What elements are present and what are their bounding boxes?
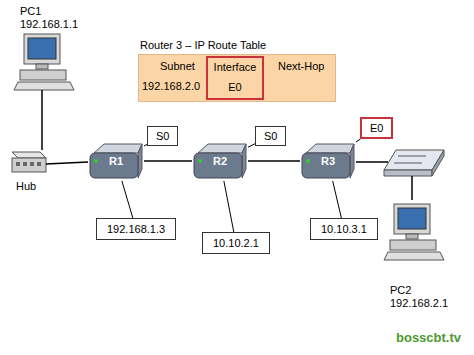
table-header: Subnet bbox=[160, 60, 195, 72]
watermark: bosscbt.tv bbox=[396, 330, 461, 345]
leader-line bbox=[224, 181, 234, 232]
interface-box: S0 bbox=[147, 126, 178, 146]
node-text: E0 bbox=[208, 81, 262, 93]
switch-icon bbox=[384, 150, 444, 176]
address-box: 192.168.1.3 bbox=[96, 218, 176, 240]
network-link bbox=[144, 160, 192, 162]
ip-address: 192.168.2.1 bbox=[390, 297, 448, 309]
leader-line bbox=[248, 144, 255, 147]
router-symbol: R2 bbox=[192, 141, 248, 181]
interface-box: E0 bbox=[360, 117, 393, 139]
address-box: 10.10.3.1 bbox=[310, 218, 378, 240]
node-text: 192.168.1.3 bbox=[107, 223, 165, 235]
node-text: Router 3 – IP Route Table bbox=[138, 38, 336, 52]
leader-line bbox=[356, 139, 360, 142]
pc-icon bbox=[14, 34, 74, 90]
device-name: PC1 bbox=[20, 5, 41, 17]
pc-icon bbox=[384, 204, 444, 260]
device-name: PC2 bbox=[390, 284, 411, 296]
router-symbol: R3 bbox=[300, 141, 356, 181]
node-text: 10.10.2.1 bbox=[213, 237, 259, 249]
hub-icon bbox=[12, 152, 46, 172]
device-name: Hub bbox=[16, 180, 36, 192]
node-text: S0 bbox=[156, 130, 169, 142]
interface-box: S0 bbox=[255, 126, 286, 146]
node-text: R1 bbox=[109, 155, 123, 167]
node-text: Interface bbox=[208, 61, 262, 73]
table-cell: 192.168.2.0 bbox=[142, 80, 200, 92]
node-text: S0 bbox=[264, 130, 277, 142]
router-symbol: R1 bbox=[88, 141, 144, 181]
address-box: 10.10.2.1 bbox=[202, 232, 270, 254]
highlight-box: InterfaceE0 bbox=[206, 56, 264, 100]
leader-line bbox=[122, 181, 133, 218]
node-text: R2 bbox=[213, 155, 227, 167]
leader-line bbox=[333, 181, 342, 218]
node-text: E0 bbox=[370, 122, 383, 134]
node-text: 10.10.3.1 bbox=[321, 223, 367, 235]
ip-address: 192.168.1.1 bbox=[20, 18, 78, 30]
network-link bbox=[248, 160, 300, 162]
table-header: Next-Hop bbox=[278, 60, 324, 72]
node-text: R3 bbox=[321, 155, 335, 167]
